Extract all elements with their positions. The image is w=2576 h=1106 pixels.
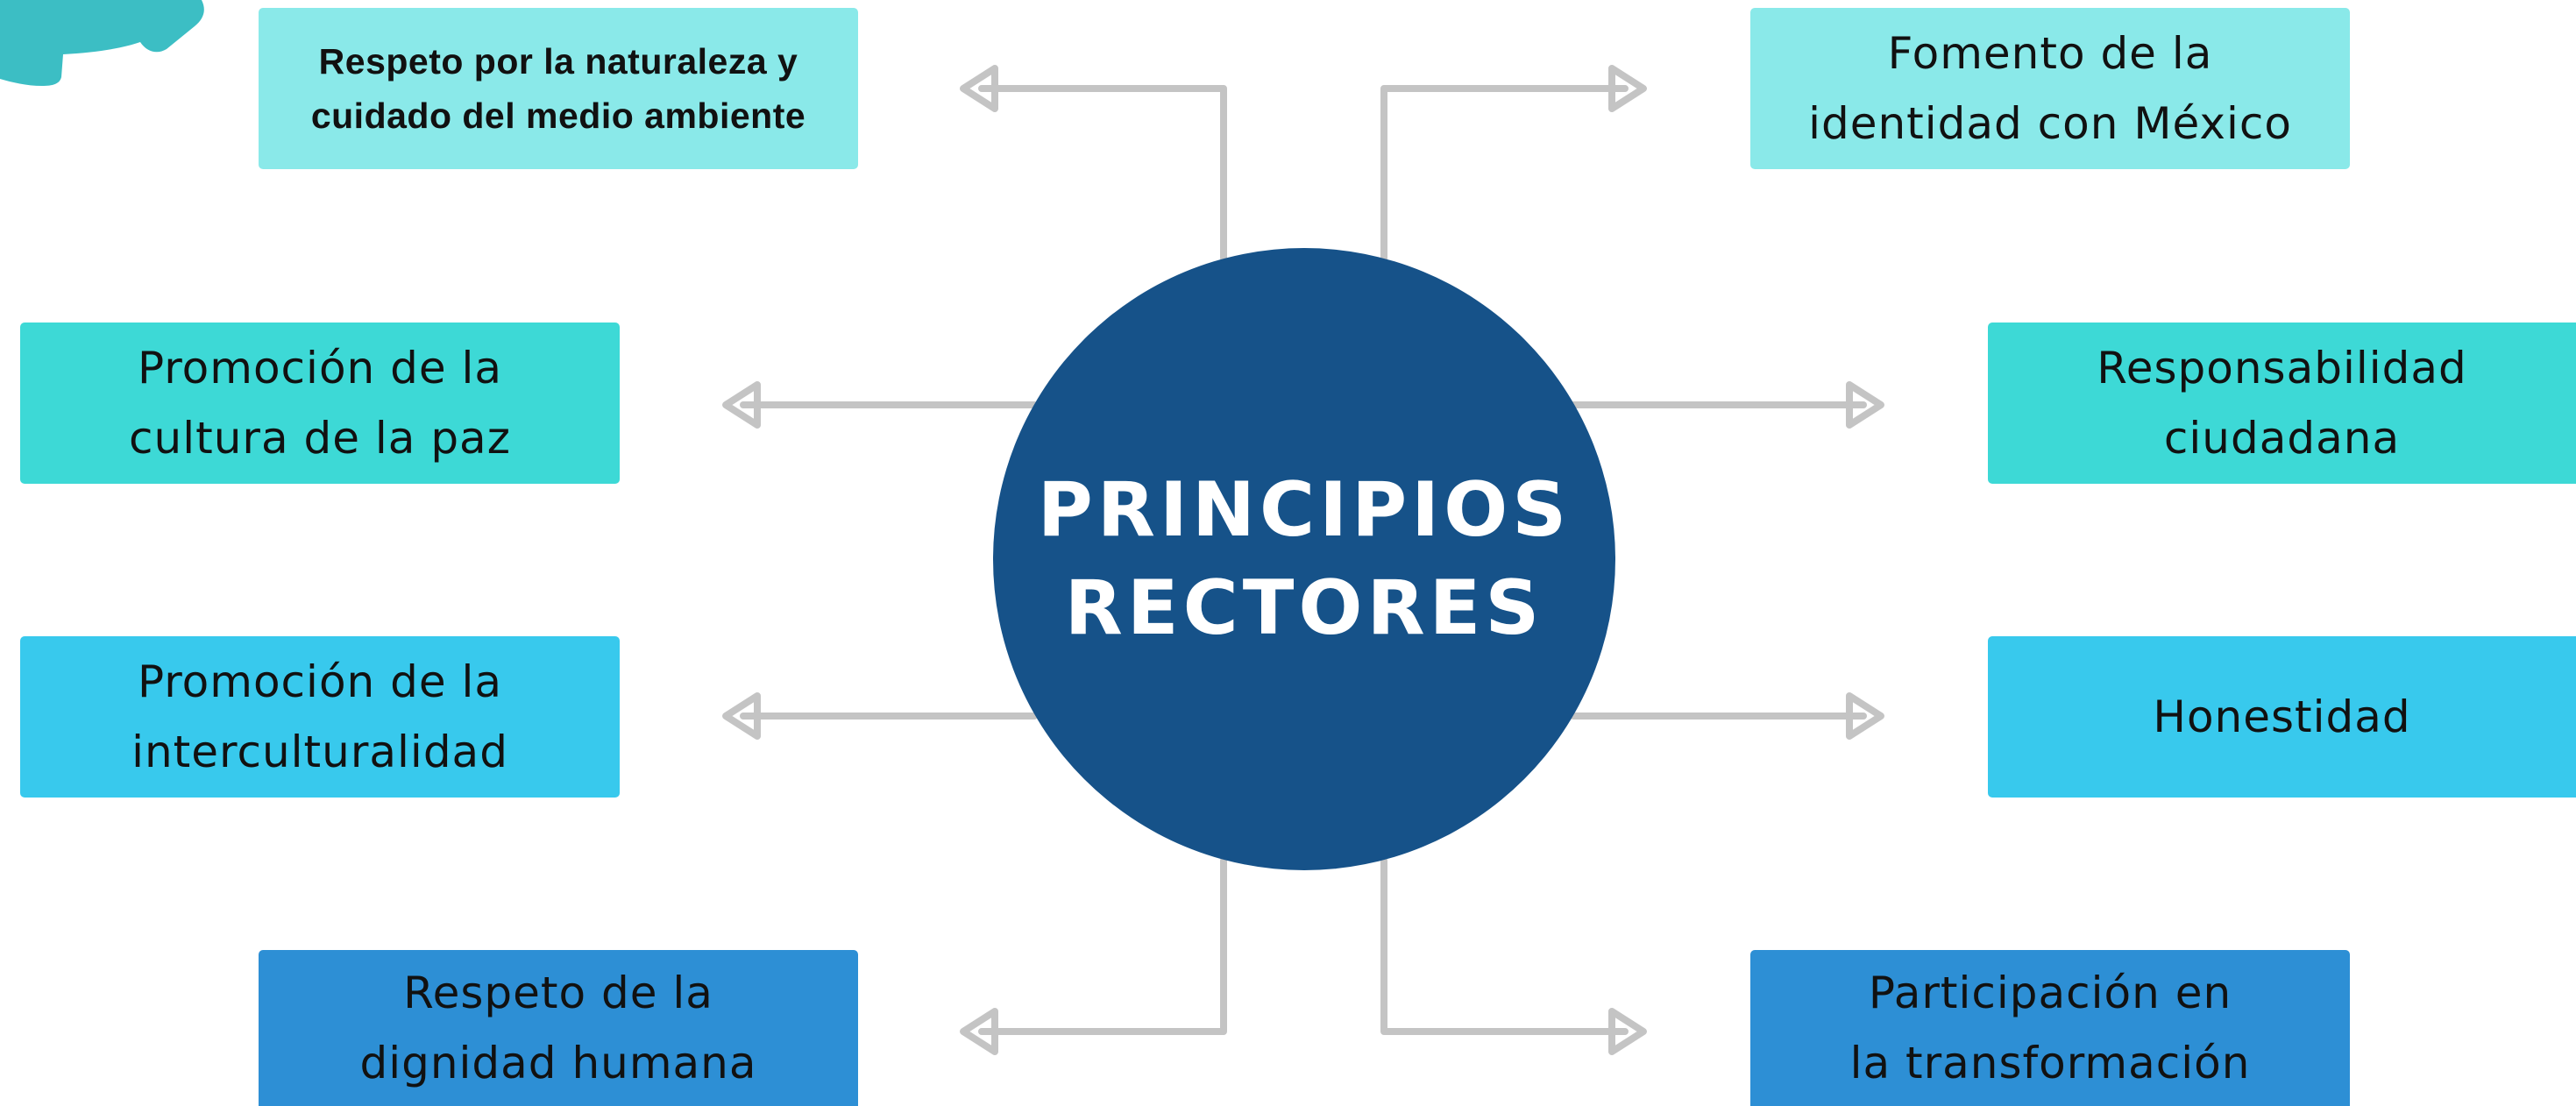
center-title-line-2: RECTORES [1064, 564, 1544, 652]
principle-box-nature: Respeto por la naturaleza y cuidado del … [259, 8, 858, 169]
principle-text: interculturalidad [131, 727, 508, 777]
principle-text: Responsabilidad [2097, 343, 2467, 393]
connector-top-left [978, 85, 1227, 262]
principle-text: identidad con México [1808, 98, 2292, 149]
principle-text: dignidad humana [359, 1038, 757, 1088]
decorative-blob [0, 0, 204, 86]
arrowhead-upper-right [1846, 381, 1884, 429]
decorative-shape [0, 0, 204, 86]
principle-text: Respeto por la naturaleza y [318, 41, 798, 82]
connector-top-right [1380, 85, 1629, 262]
connector-bottom-left [978, 857, 1227, 1035]
principle-text: cultura de la paz [129, 413, 511, 464]
arrowhead-bottom-left [960, 1008, 998, 1055]
center-node: PRINCIPIOS RECTORES [993, 248, 1615, 870]
principle-text: Promoción de la [137, 656, 503, 707]
arrowhead-lower-right [1846, 692, 1884, 740]
principle-box-mexico-identity: Fomento de la identidad con México [1750, 8, 2350, 169]
principle-text: Respeto de la [403, 968, 713, 1018]
principle-box-peace-culture: Promoción de la cultura de la paz [20, 323, 620, 484]
center-title-line-1: PRINCIPIOS [1037, 466, 1572, 554]
principle-text: la transformación [1849, 1038, 2251, 1088]
principle-text: Promoción de la [137, 343, 503, 393]
principle-box-human-dignity: Respeto de la dignidad humana [259, 950, 858, 1106]
principle-text: Fomento de la [1887, 28, 2213, 79]
principle-box-civic-responsibility: Responsabilidad ciudadana [1988, 323, 2576, 484]
arrowhead-top-right [1608, 65, 1647, 112]
principle-text: Honestidad [2153, 691, 2411, 742]
principle-box-interculturality: Promoción de la interculturalidad [20, 636, 620, 798]
arrowhead-lower-left [722, 692, 761, 740]
principle-text: Participación en [1868, 968, 2232, 1018]
arrowhead-bottom-right [1608, 1008, 1647, 1055]
principle-text: cuidado del medio ambiente [310, 96, 806, 136]
principle-text: ciudadana [2163, 413, 2401, 464]
principle-box-participation: Participación en la transformación [1750, 950, 2350, 1106]
connector-bottom-right [1380, 857, 1629, 1035]
arrowhead-upper-left [722, 381, 761, 429]
arrowhead-top-left [960, 65, 998, 112]
principle-box-honesty: Honestidad [1988, 636, 2576, 798]
